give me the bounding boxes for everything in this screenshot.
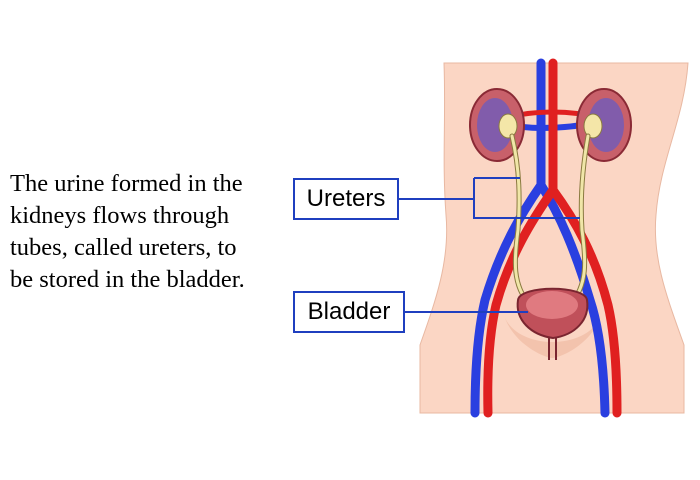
description-text: The urine formed in the kidneys flows th… <box>10 168 290 296</box>
ureters-label: Ureters <box>293 178 399 220</box>
leader-lines <box>399 177 580 313</box>
description-line: be stored in the bladder. <box>10 266 245 293</box>
bladder-label: Bladder <box>293 291 405 333</box>
description-line: kidneys flows through <box>10 202 230 229</box>
vein-vessels <box>470 58 610 418</box>
right-kidney <box>576 88 632 162</box>
left-kidney <box>469 88 525 162</box>
description-line: tubes, called ureters, to <box>10 234 237 261</box>
pelvic-shading <box>505 318 600 358</box>
bladder <box>516 287 589 360</box>
description-line: The urine formed in the <box>10 170 243 197</box>
ureters-fill <box>510 134 590 307</box>
